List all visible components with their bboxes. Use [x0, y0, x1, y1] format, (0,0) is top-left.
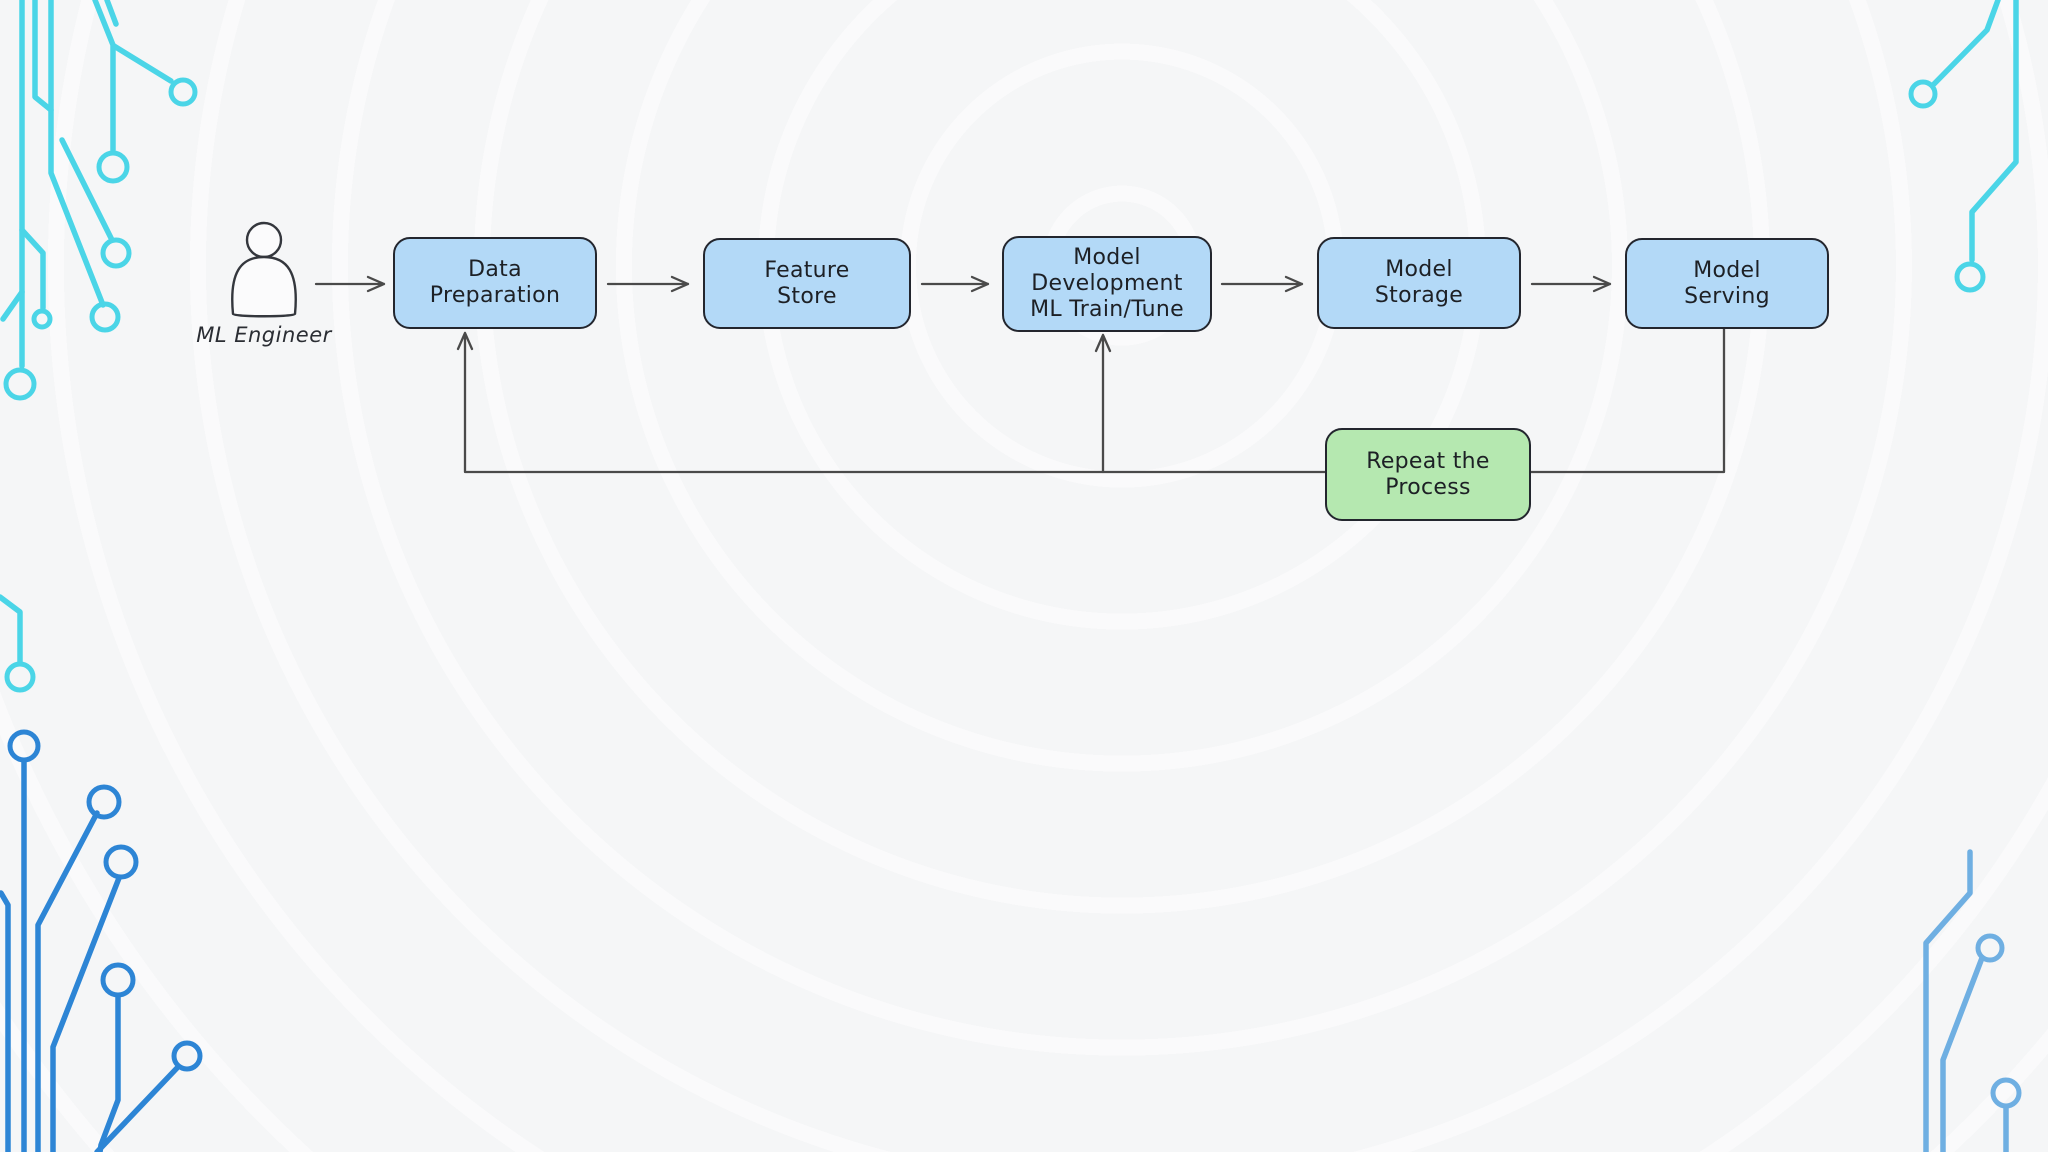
- circuit-pad: [1908, 79, 1938, 109]
- circuit-trace: [32, 0, 54, 113]
- node-label: Repeat the Process: [1366, 448, 1490, 500]
- node-model-serving: Model Serving: [1625, 238, 1829, 329]
- circuit-pad: [31, 308, 53, 330]
- circuit-pad: [100, 237, 132, 269]
- arrow-model-storage-to-model-serving: [1530, 275, 1612, 293]
- circuit-pad: [1990, 1077, 2022, 1109]
- circuit-decoration-top-right: [1908, 0, 2019, 293]
- arrow-actor-to-data-preparation: [314, 275, 386, 293]
- person-head: [245, 221, 283, 259]
- circuit-trace: [97, 993, 121, 1152]
- circuit-trace: [94, 1065, 180, 1152]
- arrow-model-development-to-model-storage: [1220, 275, 1304, 293]
- arrow-feature-store-to-model-development: [920, 275, 990, 293]
- circuit-trace: [19, 227, 46, 311]
- circuit-pad: [3, 367, 37, 401]
- circuit-pad: [103, 844, 139, 880]
- feedback-line-to-model-development: [1094, 333, 1112, 474]
- circuit-trace: [1923, 849, 1973, 1152]
- node-data-preparation: Data Preparation: [393, 237, 597, 329]
- node-feature-store: Feature Store: [703, 238, 911, 329]
- circuit-pad: [1975, 933, 2005, 963]
- circuit-trace: [111, 43, 174, 84]
- circuit-decoration-bottom-left: [0, 594, 203, 1152]
- node-label: Model Serving: [1684, 257, 1770, 309]
- circuit-pad: [171, 1040, 203, 1072]
- circuit-decoration-bottom-right: [1923, 849, 2022, 1152]
- circuit-pad: [96, 150, 130, 184]
- circuit-trace: [0, 890, 11, 1152]
- node-label: Model Storage: [1374, 257, 1464, 308]
- circuit-pad: [86, 784, 122, 820]
- circuit-decoration-top-left: [0, 0, 198, 401]
- arrow-data-preparation-to-feature-store: [606, 275, 690, 293]
- node-model-development: Model Development ML Train/Tune: [1002, 236, 1212, 332]
- circuit-pad: [7, 729, 41, 763]
- node-model-storage: Model Storage: [1317, 237, 1521, 329]
- circuit-trace: [0, 289, 25, 322]
- circuit-pad: [1954, 261, 1986, 293]
- circuit-trace: [35, 810, 100, 1152]
- node-repeat-the-process: Repeat the Process: [1325, 428, 1531, 521]
- circuit-trace: [50, 875, 122, 1152]
- circuit-pad: [89, 301, 121, 333]
- circuit-trace: [59, 137, 115, 243]
- circuit-pad: [4, 661, 36, 693]
- circuit-trace: [1940, 955, 1985, 1152]
- person-body: [231, 255, 297, 318]
- circuit-pad: [100, 962, 136, 998]
- flow-connectors: [314, 275, 1726, 474]
- feedback-line-to-data-preparation: [456, 324, 1726, 474]
- node-label: Model Development ML Train/Tune: [1030, 245, 1184, 322]
- circuit-pad: [168, 77, 198, 107]
- circuit-trace: [48, 0, 106, 308]
- ml-engineer-label: ML Engineer: [196, 323, 332, 347]
- node-label: Data Preparation: [429, 257, 561, 308]
- circuit-trace: [104, 0, 119, 27]
- ml-engineer-icon: [231, 221, 297, 318]
- circuit-trace: [0, 594, 23, 665]
- circuit-trace: [1969, 0, 2019, 263]
- node-label: Feature Store: [764, 257, 850, 309]
- circuit-trace: [1931, 0, 2001, 87]
- circuit-trace: [92, 0, 116, 153]
